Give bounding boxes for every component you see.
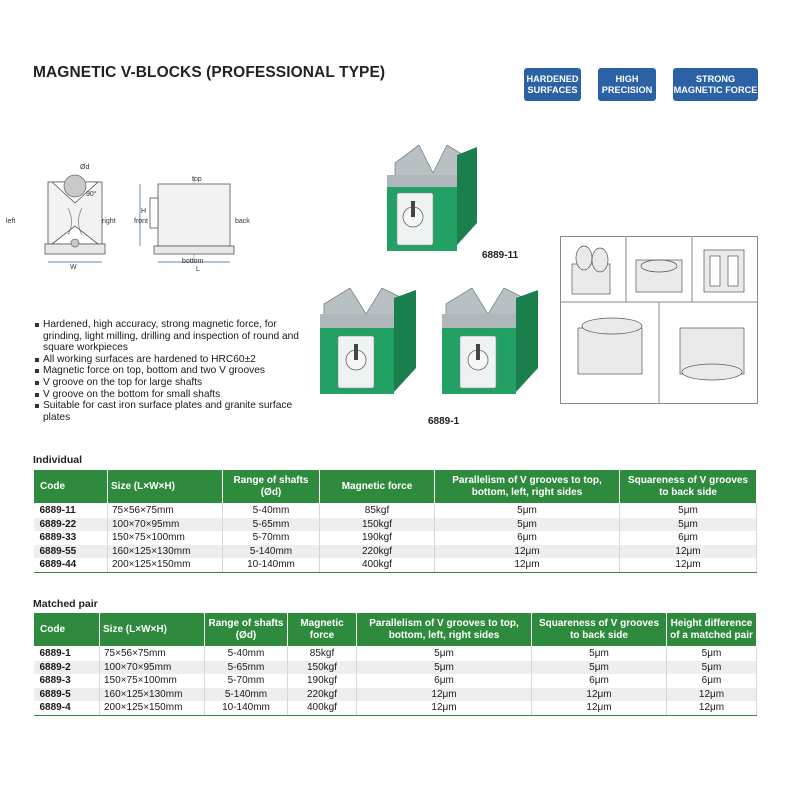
matched-pair-spec-table: Code Size (L×W×H) Range of shafts (Ød) M… xyxy=(33,612,757,716)
table-row: 6889-33 150×75×100mm 5-70mm 190kgf 6μm 6… xyxy=(33,531,757,545)
table-row: 6889-44 200×125×150mm 10-140mm 400kgf 12… xyxy=(33,558,757,573)
label-angle: 90° xyxy=(86,191,97,198)
col-header: Parallelism of V grooves to top, bottom,… xyxy=(356,612,532,647)
col-header: Height difference of a matched pair xyxy=(666,612,757,647)
list-item: Suitable for cast iron surface plates an… xyxy=(33,400,303,423)
label-right: right xyxy=(102,218,116,225)
label-d: Ød xyxy=(80,164,90,171)
list-item: Magnetic force on top, bottom and two V … xyxy=(33,365,303,377)
label-h: H xyxy=(141,208,147,215)
col-header: Size (L×W×H) xyxy=(107,469,223,504)
col-header: Range of shafts (Ød) xyxy=(222,469,320,504)
label-left: left xyxy=(6,218,16,225)
v-block-image-pair-right xyxy=(442,288,538,394)
table-row: 6889-3 150×75×100mm 5-70mm 190kgf 6μm 6μ… xyxy=(33,674,757,688)
application-illustrations xyxy=(560,236,758,404)
model-label-pair: 6889-1 xyxy=(428,416,460,427)
col-header: Range of shafts (Ød) xyxy=(204,612,288,647)
table-row: 6889-5 160×125×130mm 5-140mm 220kgf 12μm… xyxy=(33,687,757,701)
col-header: Squareness of V grooves to back side xyxy=(619,469,757,504)
section-title-matched-pair: Matched pair xyxy=(33,598,98,610)
label-l: L xyxy=(196,266,200,273)
list-item: Hardened, high accuracy, strong magnetic… xyxy=(33,319,303,354)
label-bottom: bottom xyxy=(182,258,204,265)
individual-spec-table: Code Size (L×W×H) Range of shafts (Ød) M… xyxy=(33,469,757,573)
label-top: top xyxy=(192,176,202,183)
label-back: back xyxy=(235,218,250,225)
col-header: Magnetic force xyxy=(319,469,435,504)
table-row: 6889-1 75×56×75mm 5-40mm 85kgf 5μm 5μm 5… xyxy=(33,646,757,661)
small-shaft-icon xyxy=(70,238,80,248)
col-header: Squareness of V grooves to back side xyxy=(531,612,667,647)
table-row: 6889-22 100×70×95mm 5-65mm 150kgf 5μm 5μ… xyxy=(33,517,757,531)
table-row: 6889-55 160×125×130mm 5-140mm 220kgf 12μ… xyxy=(33,544,757,558)
list-item: V groove on the top for large shafts xyxy=(33,377,303,389)
list-item: V groove on the bottom for small shafts xyxy=(33,389,303,401)
v-block-image-pair-left xyxy=(320,288,416,394)
feature-list: Hardened, high accuracy, strong magnetic… xyxy=(33,319,303,423)
col-header: Code xyxy=(33,612,100,647)
col-header: Code xyxy=(33,469,108,504)
dimension-diagram xyxy=(44,174,235,263)
large-shaft-icon xyxy=(63,174,87,198)
v-block-image-single xyxy=(387,145,477,251)
model-label-single: 6889-11 xyxy=(482,250,519,261)
col-header: Parallelism of V grooves to top, bottom,… xyxy=(434,469,620,504)
list-item: All working surfaces are hardened to HRC… xyxy=(33,354,303,366)
section-title-individual: Individual xyxy=(33,454,83,466)
label-front: front xyxy=(134,218,149,225)
table-row: 6889-2 100×70×95mm 5-65mm 150kgf 5μm 5μm… xyxy=(33,660,757,674)
label-w: W xyxy=(70,264,77,271)
table-row: 6889-4 200×125×150mm 10-140mm 400kgf 12μ… xyxy=(33,701,757,716)
col-header: Magnetic force xyxy=(287,612,357,647)
table-row: 6889-11 75×56×75mm 5-40mm 85kgf 5μm 5μm xyxy=(33,503,757,518)
page-title: MAGNETIC V-BLOCKS (PROFESSIONAL TYPE) xyxy=(33,64,386,81)
col-header: Size (L×W×H) xyxy=(99,612,205,647)
